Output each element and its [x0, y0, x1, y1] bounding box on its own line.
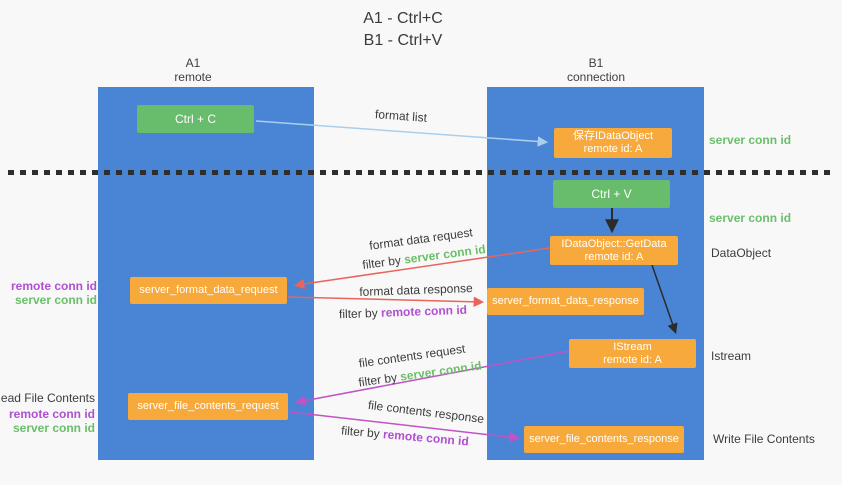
- node-istream: IStream remote id: A: [569, 339, 696, 368]
- diagram-title: A1 - Ctrl+C B1 - Ctrl+V: [303, 8, 503, 52]
- left-conn-id-stack-mid: remote conn id server conn id: [11, 279, 97, 307]
- label-server-conn-id-right-mid: server conn id: [709, 211, 792, 225]
- remote-conn-id-text: remote conn id: [380, 302, 468, 320]
- node-idataobject-getdata-line2: remote id: A: [584, 250, 644, 263]
- node-ctrl-v: Ctrl + V: [553, 180, 670, 208]
- label-server-conn-id-right-top: server conn id: [709, 133, 792, 147]
- lane-b1-name: B1: [588, 56, 604, 70]
- label-remote-conn-id-left: remote conn id: [10, 279, 97, 293]
- label-file-contents-response: file contents response: [367, 397, 485, 427]
- node-istream-line2: remote id: A: [603, 353, 662, 366]
- node-save-idataobject: 保存IDataObject remote id: A: [554, 128, 672, 158]
- label-format-data-response: format data response: [359, 281, 473, 299]
- label-filter-by-remote-conn-id-1: filter by remote conn id: [339, 303, 467, 321]
- label-server-conn-id-left-bottom: server conn id: [12, 421, 95, 435]
- node-ctrl-c: Ctrl + C: [137, 105, 254, 133]
- label-remote-conn-id-left-bottom: remote conn id: [8, 407, 95, 421]
- node-server-format-data-request: server_format_data_request: [130, 277, 287, 304]
- lane-header-a1: A1 remote: [133, 56, 253, 84]
- lane-a1-name: A1: [185, 56, 201, 70]
- node-server-file-contents-request-label: server_file_contents_request: [137, 400, 279, 412]
- title-line-1: A1 - Ctrl+C: [363, 10, 443, 27]
- remote-conn-id-text: remote conn id: [382, 427, 470, 449]
- session-divider-dotted-line: [8, 170, 834, 175]
- node-idataobject-getdata: IDataObject::GetData remote id: A: [550, 236, 678, 265]
- lane-a1-role: remote: [174, 70, 212, 84]
- node-server-file-contents-response-label: server_file_contents_response: [529, 433, 679, 445]
- filter-by-text: filter by: [340, 423, 381, 441]
- label-filter-by-remote-conn-id-2: filter by remote conn id: [341, 423, 470, 448]
- label-dataobject: DataObject: [711, 246, 772, 260]
- node-server-format-data-response: server_format_data_response: [487, 288, 644, 315]
- node-server-file-contents-request: server_file_contents_request: [128, 393, 288, 420]
- node-save-idataobject-line1: 保存IDataObject: [572, 130, 654, 142]
- filter-by-text: filter by: [361, 253, 402, 273]
- lane-b1-role: connection: [566, 70, 626, 84]
- node-istream-line1: IStream: [613, 340, 652, 353]
- lane-header-b1: B1 connection: [536, 56, 656, 84]
- label-istream: Istream: [711, 349, 752, 363]
- title-line-2: B1 - Ctrl+V: [363, 32, 443, 49]
- node-server-file-contents-response: server_file_contents_response: [524, 426, 684, 453]
- node-server-format-data-response-label: server_format_data_response: [492, 295, 639, 307]
- label-server-conn-id-left: server conn id: [14, 293, 97, 307]
- node-ctrl-c-label: Ctrl + C: [174, 112, 216, 126]
- node-idataobject-getdata-line1: IDataObject::GetData: [561, 237, 667, 250]
- label-read-file-contents: Read File Contents: [0, 391, 95, 405]
- filter-by-text: filter by: [357, 370, 398, 390]
- left-conn-id-stack-bottom: Read File Contents remote conn id server…: [0, 390, 95, 435]
- label-write-file-contents: Write File Contents: [713, 432, 815, 446]
- node-server-format-data-request-label: server_format_data_request: [139, 284, 278, 296]
- label-format-list: format list: [374, 107, 428, 125]
- node-save-idataobject-line2: remote id: A: [583, 143, 643, 155]
- filter-by-text: filter by: [338, 305, 378, 322]
- node-ctrl-v-label: Ctrl + V: [591, 187, 632, 201]
